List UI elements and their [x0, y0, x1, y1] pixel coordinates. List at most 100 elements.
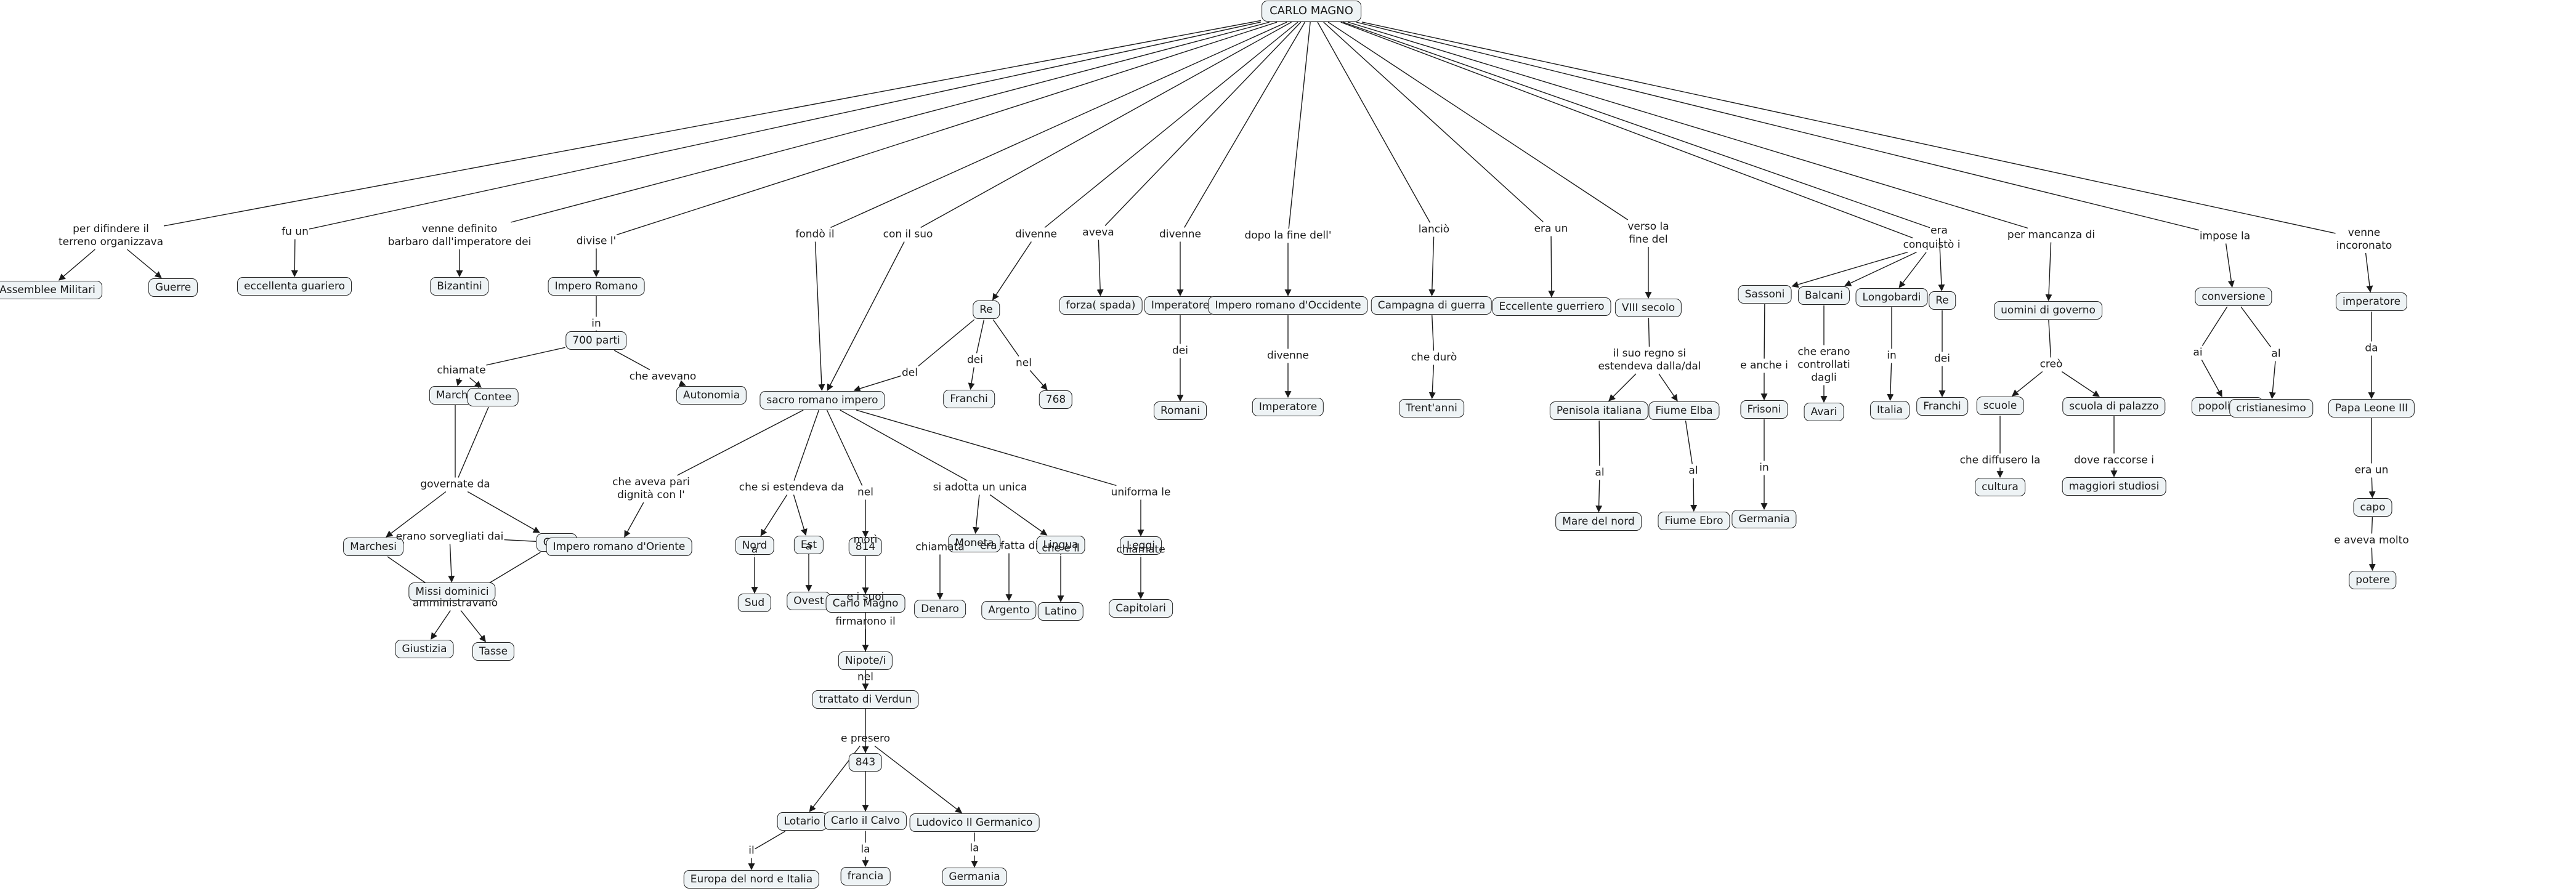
concept-node-bizantini[interactable]: Bizantini [430, 277, 489, 296]
arrow-connector [2368, 547, 2376, 571]
line-connector [2371, 517, 2373, 534]
linking-phrase-nel-3: nel [1016, 357, 1032, 369]
line-connector [1764, 304, 1765, 359]
line-connector [2048, 320, 2052, 358]
concept-node-germania-1[interactable]: Germania [942, 868, 1007, 886]
concept-node-nipoti[interactable]: Nipote/i [838, 651, 893, 670]
concept-node-balcani[interactable]: Balcani [1797, 286, 1850, 305]
concept-node-europa[interactable]: Europa del nord e Italia [683, 870, 820, 889]
concept-node-italia[interactable]: Italia [1870, 401, 1910, 419]
concept-node-verdun[interactable]: trattato di Verdun [812, 690, 919, 709]
line-connector [458, 406, 489, 478]
concept-node-argento[interactable]: Argento [981, 601, 1037, 619]
concept-node-potere[interactable]: potere [2349, 571, 2397, 589]
concept-node-imperatore-1[interactable]: Imperatore [1144, 296, 1217, 315]
concept-node-romani[interactable]: Romani [1154, 401, 1207, 420]
concept-node-giustizia[interactable]: Giustizia [395, 640, 454, 658]
concept-node-moneta[interactable]: Moneta [948, 534, 1001, 552]
arrow-connector [456, 377, 463, 387]
concept-node-germania-2[interactable]: Germania [1732, 510, 1797, 528]
concept-node-n-843[interactable]: 843 [848, 753, 883, 772]
concept-node-latino[interactable]: Latino [1037, 602, 1084, 621]
concept-node-eccellente[interactable]: Eccellente guerriero [1492, 297, 1611, 316]
concept-node-n-814[interactable]: 814 [848, 538, 883, 556]
arrow-connector [2045, 242, 2052, 302]
line-connector [309, 22, 1262, 230]
concept-node-leggi[interactable]: Leggi [1120, 536, 1162, 555]
concept-node-capo[interactable]: capo [2353, 498, 2392, 517]
concept-node-p-700[interactable]: 700 parti [565, 331, 627, 350]
concept-node-capitolari[interactable]: Capitolari [1109, 599, 1173, 618]
concept-node-marchesi[interactable]: Marchesi [343, 538, 403, 556]
concept-node-frisoni[interactable]: Frisoni [1740, 400, 1788, 419]
concept-node-eccellenta[interactable]: eccellenta guariero [237, 277, 352, 296]
concept-node-sud[interactable]: Sud [737, 594, 772, 612]
linking-phrase-diffusero: che diffusero la [1959, 454, 2041, 467]
concept-node-imperatore-2[interactable]: Imperatore [1252, 398, 1324, 416]
concept-node-elba[interactable]: Fiume Elba [1648, 401, 1720, 420]
arrow-connector [827, 241, 905, 391]
concept-node-longobardi[interactable]: Longobardi [1855, 288, 1928, 307]
arrow-connector [1887, 363, 1894, 401]
concept-node-re-2[interactable]: Re [1929, 291, 1956, 310]
concept-node-est[interactable]: Est [793, 536, 824, 554]
concept-node-ludovico[interactable]: Ludovico Il Germanico [909, 813, 1040, 832]
concept-node-mare[interactable]: Mare del nord [1555, 512, 1642, 531]
concept-node-autonomia[interactable]: Autonomia [676, 386, 747, 405]
concept-node-franchi-1[interactable]: Franchi [943, 390, 995, 408]
arrow-connector [853, 375, 902, 392]
linking-phrase-nel-1: nel [857, 486, 873, 499]
linking-phrase-eanche: e anche i [1740, 359, 1788, 372]
linking-phrase-in-3: in [1887, 349, 1897, 362]
root-concept-node[interactable]: CARLO MAGNO [1262, 1, 1361, 22]
linking-phrase-la-1: la [861, 843, 870, 856]
concept-node-imperatore-3[interactable]: imperatore [2335, 292, 2408, 311]
line-connector [1044, 22, 1298, 228]
concept-node-re-1[interactable]: Re [973, 300, 1000, 319]
concept-node-n-768[interactable]: 768 [1039, 390, 1073, 409]
linking-phrase-eisuoi: e i suoi [846, 591, 885, 603]
concept-node-calvo[interactable]: Carlo il Calvo [824, 812, 907, 830]
line-connector [840, 409, 968, 482]
concept-node-occidente[interactable]: Impero romano d'Occidente [1208, 296, 1368, 315]
concept-node-lotario[interactable]: Lotario [777, 812, 827, 831]
concept-node-oriente[interactable]: Impero romano d'Oriente [546, 538, 692, 556]
concept-node-studiosi[interactable]: maggiori studiosi [2062, 477, 2166, 496]
concept-node-tasse[interactable]: Tasse [472, 642, 515, 661]
concept-node-papa[interactable]: Papa Leone III [2328, 399, 2415, 417]
concept-node-uomini[interactable]: uomini di governo [1994, 301, 2102, 320]
concept-node-cristianesimo[interactable]: cristianesimo [2229, 399, 2313, 417]
concept-node-forza[interactable]: forza( spada) [1059, 296, 1143, 315]
concept-node-guerre[interactable]: Guerre [148, 278, 198, 297]
concept-node-avari[interactable]: Avari [1804, 403, 1844, 421]
linking-phrase-al-2: al [1688, 464, 1698, 477]
concept-node-lingua[interactable]: Lingua [1036, 536, 1085, 554]
concept-node-contee[interactable]: Contee [467, 388, 519, 406]
concept-node-assemblee[interactable]: Assemblee Militari [0, 281, 102, 299]
concept-node-campagna[interactable]: Campagna di guerra [1371, 296, 1493, 315]
arrow-connector [1938, 238, 1945, 292]
concept-node-nord[interactable]: Nord [735, 536, 774, 555]
linking-phrase-adotta: si adotta un unica [933, 481, 1027, 494]
line-connector [511, 22, 1270, 223]
concept-node-conversione[interactable]: conversione [2195, 288, 2272, 306]
concept-node-palazzo[interactable]: scuola di palazzo [2062, 397, 2166, 416]
concept-node-carlo-magno[interactable]: Carlo Magno [825, 594, 905, 613]
concept-node-francia[interactable]: francia [840, 867, 891, 885]
concept-node-sassoni[interactable]: Sassoni [1738, 285, 1792, 304]
concept-node-denaro[interactable]: Denaro [914, 600, 966, 618]
concept-node-ovest[interactable]: Ovest [787, 592, 831, 610]
concept-node-viii[interactable]: VIII secolo [1614, 299, 1682, 317]
concept-node-scuole[interactable]: scuole [1976, 397, 2024, 415]
concept-node-ebro[interactable]: Fiume Ebro [1658, 512, 1730, 530]
arrow-connector [386, 491, 447, 538]
concept-node-franchi-2[interactable]: Franchi [1916, 397, 1968, 416]
line-connector [1348, 22, 2028, 229]
concept-node-penisola[interactable]: Penisola italiana [1549, 401, 1649, 420]
linking-phrase-la-2: la [970, 842, 979, 855]
concept-node-impero-romano[interactable]: Impero Romano [548, 277, 645, 296]
concept-node-sacro[interactable]: sacro romano impero [759, 391, 885, 409]
concept-node-trentanni[interactable]: Trent'anni [1399, 399, 1464, 417]
concept-node-missi[interactable]: Missi dominici [408, 583, 496, 601]
concept-node-cultura[interactable]: cultura [1975, 478, 2025, 496]
